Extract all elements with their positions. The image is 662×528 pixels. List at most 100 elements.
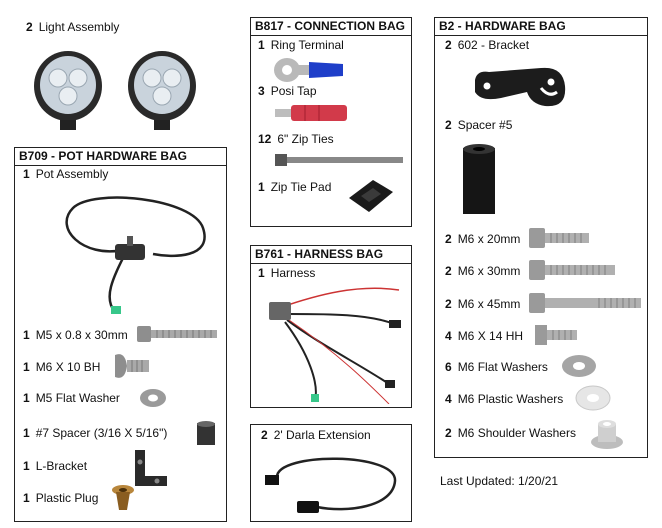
item-label: M6 Flat Washers xyxy=(457,360,548,374)
qty: 3 xyxy=(258,84,265,98)
item-label: Posi Tap xyxy=(270,84,317,98)
b709-item-6: 1 Plastic Plug xyxy=(23,491,98,505)
posi-tap-image xyxy=(275,105,347,121)
bracket-602-image xyxy=(475,67,566,107)
item-label: M5 Flat Washer xyxy=(35,391,120,405)
m6-shoulder-washer-image xyxy=(591,420,623,449)
b2-item-4: 2 M6 x 45mm xyxy=(445,297,520,311)
b709-item-4: 1 #7 Spacer (3/16 X 5/16") xyxy=(23,426,167,440)
qty: 1 xyxy=(23,491,30,505)
item-label: Zip Tie Pad xyxy=(270,180,332,194)
last-updated: Last Updated: 1/20/21 xyxy=(440,474,559,488)
qty: 4 xyxy=(445,392,452,406)
box-title: B709 - POT HARDWARE BAG xyxy=(15,148,226,166)
m6-30-bolt-image xyxy=(529,260,615,280)
qty: 1 xyxy=(23,328,30,342)
b2-item-0: 2 602 - Bracket xyxy=(445,38,529,52)
m6-45-bolt-image xyxy=(529,293,641,313)
b2-item-5: 4 M6 X 14 HH xyxy=(445,329,523,343)
item-label: 2' Darla Extension xyxy=(273,428,371,442)
qty: 2 xyxy=(445,297,452,311)
b709-item-3: 1 M5 Flat Washer xyxy=(23,391,120,405)
qty: 12 xyxy=(258,132,272,146)
pot-assembly-image xyxy=(65,196,206,314)
m6-20-bolt-image xyxy=(529,228,589,248)
b761-item-0: 1 Harness xyxy=(258,266,315,280)
m6-flat-washer-image xyxy=(562,355,596,377)
b761-box: B761 - HARNESS BAG 1 Harness xyxy=(250,245,412,408)
light-assembly-row: 2 Light Assembly xyxy=(26,20,119,34)
m6-plastic-washer-image xyxy=(575,385,611,411)
b709-item-2: 1 M6 X 10 BH xyxy=(23,360,100,374)
qty: 1 xyxy=(258,266,265,280)
qty: 1 xyxy=(23,360,30,374)
item-label: Harness xyxy=(270,266,316,280)
item-label: 6" Zip Ties xyxy=(277,132,334,146)
qty: 6 xyxy=(445,360,452,374)
qty: 4 xyxy=(445,329,452,343)
item-label: L-Bracket xyxy=(35,459,88,473)
ring-terminal-image xyxy=(274,58,343,82)
b2-item-1: 2 Spacer #5 xyxy=(445,118,512,132)
item-label: Light Assembly xyxy=(38,20,120,34)
darla-box: 2 2' Darla Extension xyxy=(250,424,412,522)
qty: 1 xyxy=(258,180,265,194)
box-title: B2 - HARDWARE BAG xyxy=(435,18,647,36)
darla-row: 2 2' Darla Extension xyxy=(261,428,371,442)
item-label: M6 Shoulder Washers xyxy=(457,426,576,440)
m5-bolt-image xyxy=(137,326,217,342)
qty: 1 xyxy=(23,426,30,440)
b2-item-6: 6 M6 Flat Washers xyxy=(445,360,548,374)
b709-item-0: 1 Pot Assembly xyxy=(23,167,108,181)
item-label: M6 X 14 HH xyxy=(457,329,524,343)
spacer-image xyxy=(197,421,215,445)
item-label: M6 x 20mm xyxy=(457,232,521,246)
item-label: M6 x 30mm xyxy=(457,264,521,278)
zip-tie-image xyxy=(275,154,403,166)
b2-item-3: 2 M6 x 30mm xyxy=(445,264,520,278)
item-label: 602 - Bracket xyxy=(457,38,530,52)
b2-item-7: 4 M6 Plastic Washers xyxy=(445,392,563,406)
item-label: M5 x 0.8 x 30mm xyxy=(35,328,128,342)
light-assembly-image xyxy=(34,51,196,130)
item-label: #7 Spacer (3/16 X 5/16") xyxy=(35,426,168,440)
qty: 1 xyxy=(23,391,30,405)
b817-item-3: 1 Zip Tie Pad xyxy=(258,180,331,194)
qty: 2 xyxy=(26,20,33,34)
item-label: Plastic Plug xyxy=(35,491,99,505)
qty: 2 xyxy=(445,232,452,246)
qty: 2 xyxy=(261,428,268,442)
harness-image xyxy=(269,287,401,404)
qty: 1 xyxy=(23,167,30,181)
b2-item-2: 2 M6 x 20mm xyxy=(445,232,520,246)
item-label: M6 Plastic Washers xyxy=(457,392,564,406)
m6-hh-bolt-image xyxy=(535,325,577,345)
bh-screw-image xyxy=(115,354,149,378)
b817-item-1: 3 Posi Tap xyxy=(258,84,317,98)
qty: 2 xyxy=(445,264,452,278)
b709-item-1: 1 M5 x 0.8 x 30mm xyxy=(23,328,128,342)
item-label: Spacer #5 xyxy=(457,118,513,132)
item-label: Pot Assembly xyxy=(35,167,109,181)
zip-tie-pad-image xyxy=(349,180,393,212)
item-label: M6 x 45mm xyxy=(457,297,521,311)
box-title: B817 - CONNECTION BAG xyxy=(251,18,411,36)
b817-item-2: 12 6" Zip Ties xyxy=(258,132,334,146)
qty: 2 xyxy=(445,426,452,440)
m5-washer-image xyxy=(140,389,166,407)
l-bracket-image xyxy=(135,450,167,486)
item-label: M6 X 10 BH xyxy=(35,360,101,374)
box-title: B761 - HARNESS BAG xyxy=(251,246,411,264)
qty: 2 xyxy=(445,118,452,132)
b709-item-5: 1 L-Bracket xyxy=(23,459,87,473)
plastic-plug-image xyxy=(112,485,134,510)
item-label: Ring Terminal xyxy=(270,38,344,52)
darla-extension-image xyxy=(265,457,397,513)
qty: 1 xyxy=(23,459,30,473)
qty: 2 xyxy=(445,38,452,52)
spacer-5-image xyxy=(463,144,495,214)
